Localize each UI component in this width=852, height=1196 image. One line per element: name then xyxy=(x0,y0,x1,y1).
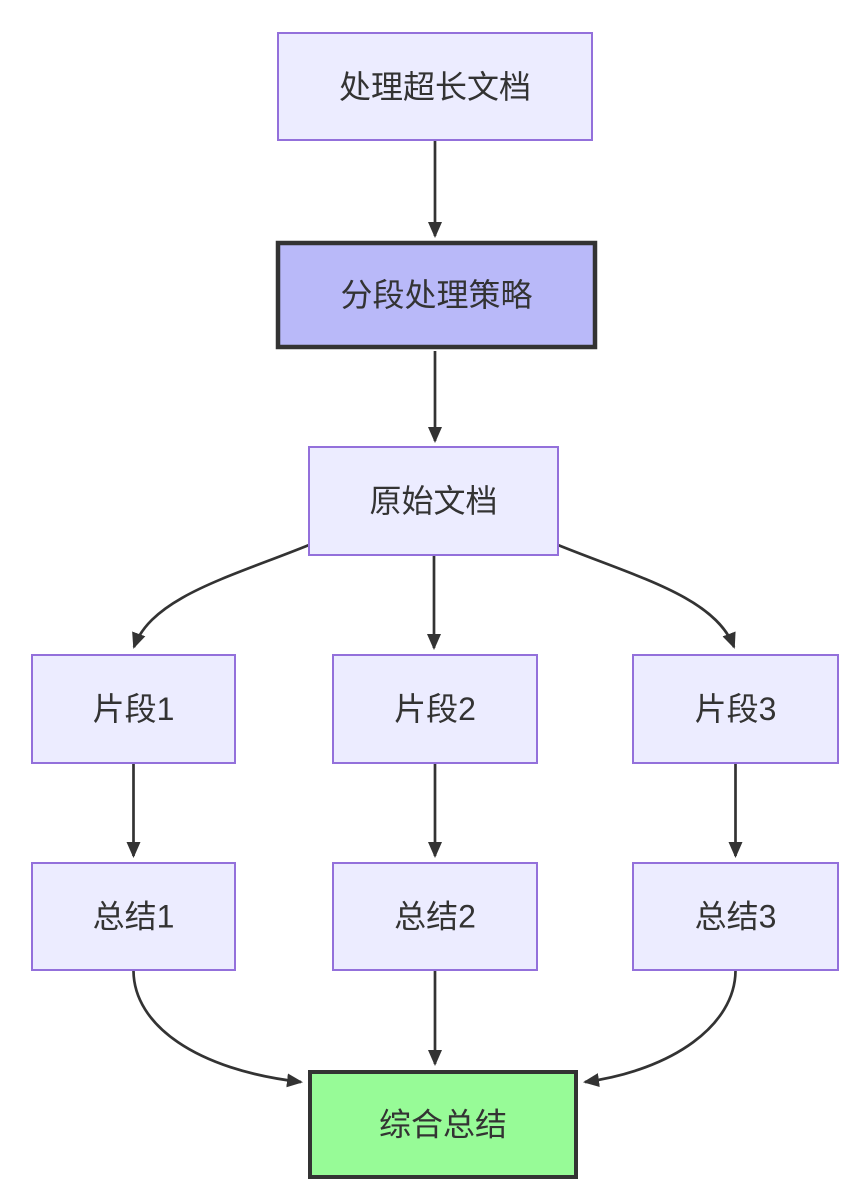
node-combined-summary: 综合总结 xyxy=(308,1070,578,1179)
node-label: 原始文档 xyxy=(369,483,497,519)
node-original-document: 原始文档 xyxy=(308,446,559,556)
edges-layer xyxy=(126,141,743,1088)
node-label: 总结1 xyxy=(93,899,175,935)
node-segmentation-strategy: 分段处理策略 xyxy=(275,240,598,350)
edge-original-to-fragment-3 xyxy=(557,543,736,649)
node-label: 处理超长文档 xyxy=(339,69,531,105)
node-label: 片段1 xyxy=(93,691,175,727)
node-box xyxy=(31,862,236,971)
node-box xyxy=(308,446,559,556)
node-box xyxy=(632,862,839,971)
node-box xyxy=(31,654,236,764)
node-box xyxy=(308,1070,578,1179)
node-process-long-document: 处理超长文档 xyxy=(277,32,593,141)
node-summary-2: 总结2 xyxy=(332,862,538,971)
node-box xyxy=(332,862,538,971)
edge-summary-1-to-combined xyxy=(132,970,303,1088)
node-label: 分段处理策略 xyxy=(340,277,532,313)
node-summary-3: 总结3 xyxy=(632,862,839,971)
node-label: 总结2 xyxy=(394,899,476,935)
node-fragment-3: 片段3 xyxy=(632,654,839,764)
node-fragment-2: 片段2 xyxy=(332,654,538,764)
node-box xyxy=(632,654,839,764)
node-box xyxy=(275,240,598,350)
nodes-layer: 处理超长文档 分段处理策略 原始文档 片段1 片段2 片段3 xyxy=(31,32,839,1179)
edge-summary-3-to-combined xyxy=(583,970,737,1088)
node-summary-1: 总结1 xyxy=(31,862,236,971)
node-label: 片段2 xyxy=(394,691,476,727)
node-label: 总结3 xyxy=(695,899,777,935)
edge-original-to-fragment-1 xyxy=(132,543,310,649)
node-box xyxy=(332,654,538,764)
node-fragment-1: 片段1 xyxy=(31,654,236,764)
node-label: 综合总结 xyxy=(379,1107,507,1143)
node-box xyxy=(277,32,593,141)
node-label: 片段3 xyxy=(695,691,777,727)
